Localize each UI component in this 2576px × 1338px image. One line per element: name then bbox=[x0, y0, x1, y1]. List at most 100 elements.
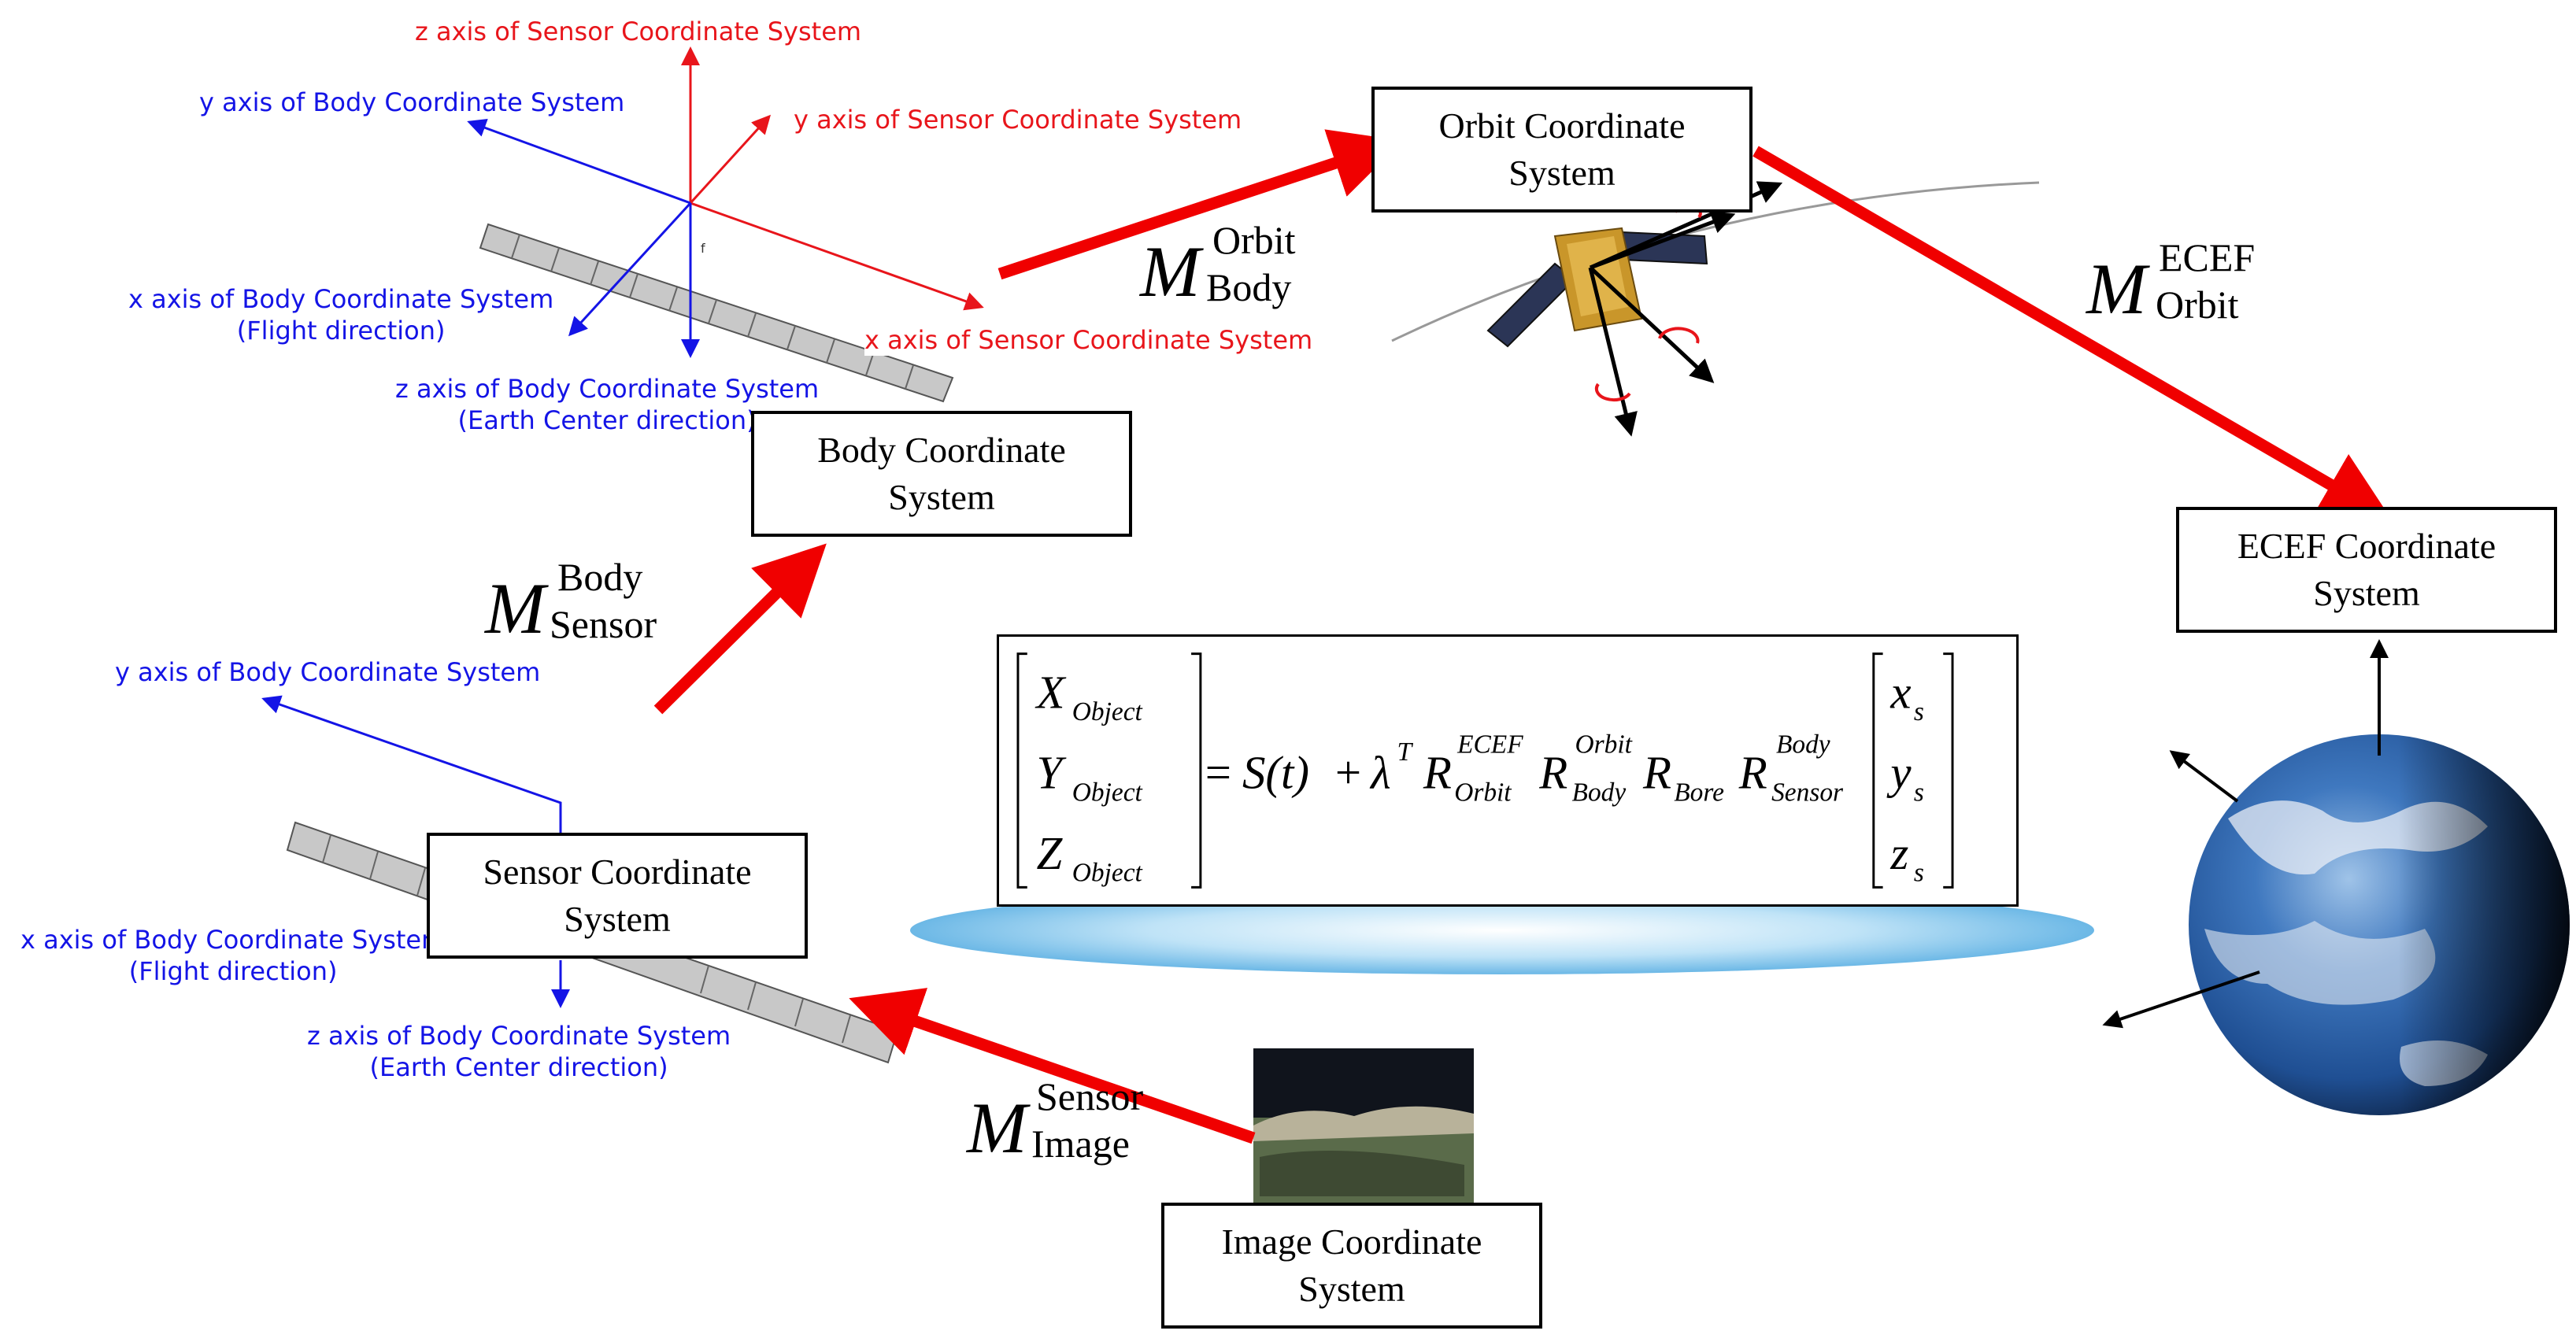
matrix-body-sensor: M Body Sensor bbox=[485, 551, 674, 661]
lhs-z-sub: Object bbox=[1072, 859, 1143, 888]
body-box-line-1: Body Coordinate bbox=[817, 430, 1066, 470]
image-box-line-1: Image Coordinate bbox=[1221, 1222, 1482, 1262]
collinearity-equation: X Object Y Object Z Object = S(t) + λ T … bbox=[1016, 652, 1954, 889]
lhs-x-sub: Object bbox=[1072, 697, 1143, 726]
lhs-bracket bbox=[1016, 652, 1202, 889]
lhs-y-var: Y bbox=[1037, 747, 1068, 799]
image-box-line-2: System bbox=[1298, 1269, 1405, 1309]
top-z-body-label: z axis of Body Coordinate System (Earth … bbox=[395, 373, 819, 436]
top-axes bbox=[467, 46, 984, 358]
body-coordinate-box: Body Coordinate System bbox=[751, 411, 1132, 537]
matrix-sensor-image-base: M bbox=[967, 1088, 1027, 1168]
r-ecef-orbit-sub: Orbit bbox=[1454, 778, 1512, 807]
rhs-y-var: y bbox=[1886, 747, 1912, 799]
top-x-sensor-label: x axis of Sensor Coordinate System bbox=[864, 324, 1313, 356]
top-x-body-text: x axis of Body Coordinate System bbox=[128, 284, 554, 314]
lambda-symbol: λ bbox=[1369, 747, 1391, 799]
arrow-sensor-to-body bbox=[653, 543, 827, 715]
matrix-ecef-orbit: M ECEF Orbit bbox=[2086, 231, 2275, 342]
plus-sign: + bbox=[1335, 747, 1361, 799]
r-ecef-orbit-sup: ECEF bbox=[1456, 730, 1523, 759]
collinearity-equation-box: X Object Y Object Z Object = S(t) + λ T … bbox=[997, 634, 2019, 907]
flow-arrows bbox=[653, 129, 2393, 1144]
bottom-x-body-text: x axis of Body Coordinate System bbox=[20, 925, 446, 955]
matrix-orbit-body-base: M bbox=[1140, 231, 1201, 312]
top-z-body-text: z axis of Body Coordinate System bbox=[395, 374, 820, 404]
r-body-sensor-sup: Body bbox=[1776, 730, 1830, 759]
orbit-box-line-2: System bbox=[1508, 153, 1616, 193]
lhs-z-var: Z bbox=[1037, 827, 1064, 879]
matrix-sensor-image-sup: Sensor bbox=[1036, 1074, 1144, 1118]
matrix-sensor-image: M Sensor Image bbox=[967, 1070, 1156, 1181]
rhs-z-sub: s bbox=[1914, 859, 1924, 888]
rhs-vector: x s y s z s bbox=[1886, 666, 1923, 887]
orbit-box-line-1: Orbit Coordinate bbox=[1438, 105, 1686, 146]
bottom-x-body-note: (Flight direction) bbox=[128, 956, 338, 986]
top-z-sensor-label: z axis of Sensor Coordinate System bbox=[415, 17, 862, 46]
r-bore-sub: Bore bbox=[1674, 778, 1724, 807]
r-bore-base: R bbox=[1642, 747, 1671, 799]
lhs-x-var: X bbox=[1035, 666, 1067, 718]
arrow-orbit-to-ecef bbox=[1752, 146, 2393, 521]
sensor-box-line-2: System bbox=[564, 899, 671, 939]
matrix-body-sensor-sup: Body bbox=[557, 555, 643, 599]
rhs-y-sub: s bbox=[1914, 778, 1924, 807]
lambda-transpose: T bbox=[1397, 737, 1413, 767]
orbit-coordinate-box: Orbit Coordinate System bbox=[1371, 87, 1752, 213]
matrix-orbit-body: M Orbit Body bbox=[1140, 214, 1329, 324]
top-x-body-axis bbox=[568, 201, 692, 337]
top-x-body-note: (Flight direction) bbox=[236, 316, 446, 346]
image-coordinate-box: Image Coordinate System bbox=[1161, 1203, 1542, 1329]
arrow-body-to-orbit bbox=[997, 129, 1403, 280]
body-box-line-2: System bbox=[888, 477, 995, 517]
bottom-y-body-label: y axis of Body Coordinate System bbox=[115, 657, 541, 687]
matrix-sensor-image-sub: Image bbox=[1031, 1122, 1130, 1166]
bottom-y-body-axis bbox=[261, 695, 562, 848]
top-f-label: f bbox=[701, 241, 705, 256]
top-z-body-note: (Earth Center direction) bbox=[457, 405, 757, 435]
s-of-t-term: S(t) bbox=[1242, 747, 1309, 799]
r-orbit-body-sup: Orbit bbox=[1575, 730, 1632, 759]
bottom-z-body-note: (Earth Center direction) bbox=[369, 1052, 668, 1082]
lhs-vector: X Object Y Object Z Object bbox=[1035, 666, 1143, 887]
matrix-orbit-body-sup: Orbit bbox=[1212, 218, 1296, 262]
arrow-image-to-sensor bbox=[849, 988, 1256, 1144]
earth-globe bbox=[2189, 734, 2570, 1115]
top-y-sensor-axis bbox=[689, 114, 772, 205]
matrix-body-sensor-sub: Sensor bbox=[550, 602, 657, 646]
satellite-image-thumbnail bbox=[1253, 1048, 1474, 1204]
r-ecef-orbit-base: R bbox=[1423, 747, 1452, 799]
top-x-body-label: x axis of Body Coordinate System (Flight… bbox=[128, 283, 553, 346]
sensor-coordinate-box: Sensor Coordinate System bbox=[427, 833, 808, 959]
ecef-coordinate-box: ECEF Coordinate System bbox=[2176, 507, 2557, 633]
matrix-ecef-orbit-sub: Orbit bbox=[2156, 283, 2239, 327]
rotation-chain: R ECEF Orbit R Orbit Body R Bore R Body … bbox=[1423, 730, 1844, 807]
matrix-ecef-orbit-base: M bbox=[2086, 249, 2147, 329]
top-solar-panel bbox=[479, 223, 954, 403]
equals-sign: = bbox=[1205, 747, 1231, 799]
matrix-body-sensor-base: M bbox=[485, 568, 546, 649]
rhs-bracket bbox=[1872, 652, 1954, 889]
top-x-sensor-axis bbox=[690, 201, 984, 311]
orbit-track bbox=[1391, 181, 2040, 342]
rhs-x-sub: s bbox=[1914, 697, 1924, 726]
equation-pool bbox=[910, 886, 2094, 974]
sensor-box-line-1: Sensor Coordinate bbox=[483, 852, 752, 892]
bottom-x-body-label: x axis of Body Coordinate System (Flight… bbox=[20, 924, 446, 987]
ecef-box-line-1: ECEF Coordinate bbox=[2237, 526, 2496, 566]
top-y-sensor-label: y axis of Sensor Coordinate System bbox=[794, 105, 1242, 135]
matrix-orbit-body-sub: Body bbox=[1206, 265, 1292, 309]
earth-axes bbox=[2102, 639, 2389, 1029]
r-orbit-body-base: R bbox=[1538, 747, 1567, 799]
top-y-body-label: y axis of Body Coordinate System bbox=[199, 87, 625, 117]
r-body-sensor-sub: Sensor bbox=[1771, 778, 1844, 807]
ecef-box-line-2: System bbox=[2313, 573, 2420, 613]
matrix-ecef-orbit-sup: ECEF bbox=[2159, 235, 2256, 279]
bottom-z-body-label: z axis of Body Coordinate System (Earth … bbox=[307, 1020, 731, 1083]
bottom-z-body-text: z axis of Body Coordinate System bbox=[307, 1021, 731, 1051]
rhs-x-var: x bbox=[1889, 666, 1911, 718]
lhs-y-sub: Object bbox=[1072, 778, 1143, 807]
r-orbit-body-sub: Body bbox=[1572, 778, 1627, 807]
rhs-z-var: z bbox=[1889, 827, 1908, 879]
